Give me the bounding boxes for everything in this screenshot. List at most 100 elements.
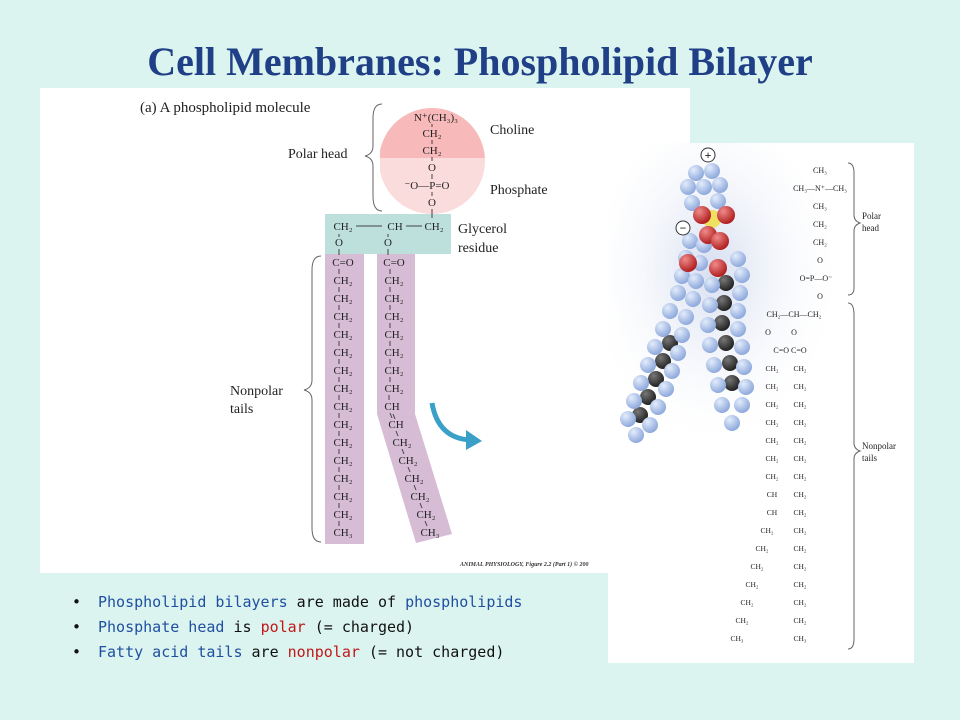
- glycerol-o-left: O: [335, 237, 343, 249]
- bullet-highlight: polar: [260, 618, 306, 636]
- bullet-term: Phospholipid bilayers: [98, 593, 288, 611]
- phospholipid-formula-panel: (a) A phospholipid molecule N⁺(CH₃)₃ CH₂…: [40, 88, 690, 573]
- model-chain-left-unit: CH₂: [765, 364, 778, 373]
- label-nonpolar-line2: tails: [230, 402, 253, 417]
- bullet-item: •Phospholipid bilayers are made of phosp…: [72, 590, 522, 615]
- model-chain-left-unit: CH₂: [740, 598, 753, 607]
- bullet-text: are made of: [287, 593, 406, 611]
- phosphate-region: [380, 158, 485, 214]
- phosphate-group: ⁻O—P=O: [404, 180, 449, 192]
- space-filling-model: [620, 163, 754, 443]
- head-ch2-1: CH₂: [422, 128, 441, 140]
- model-chain-left-unit: CH: [767, 508, 778, 517]
- tail-left-ch2: CH₂: [333, 311, 352, 323]
- model-head-ch2: CH₂: [813, 220, 827, 229]
- model-glycerol-o: O: [765, 328, 771, 337]
- tail-left-ch2: CH₂: [333, 401, 352, 413]
- model-chain-right-unit: CH₂: [793, 436, 806, 445]
- head-o-2: O: [428, 197, 436, 209]
- bullet-dot-icon: •: [72, 643, 82, 661]
- model-nonpolar-bracket: [847, 302, 862, 650]
- model-chain-left-unit: CH: [767, 490, 778, 499]
- model-chain-right-unit: CH₂: [793, 400, 806, 409]
- tail-right-ch2: CH₂: [384, 311, 403, 323]
- tail-right-ch2: CH₂: [416, 509, 435, 521]
- tail-right-double-bond-ch: CH: [384, 401, 399, 413]
- model-chain-left-unit: CH₂: [765, 436, 778, 445]
- tail-left-region: [325, 254, 364, 544]
- model-head-ch3: CH₃: [813, 166, 827, 175]
- tail-left-ch2: CH₂: [333, 347, 352, 359]
- bullet-text: are: [242, 643, 288, 661]
- tail-left-ch2: CH₂: [333, 365, 352, 377]
- head-ch2-2: CH₂: [422, 145, 441, 157]
- tail-right-ch2: CH₂: [384, 347, 403, 359]
- tail-left-ch2: CH₂: [333, 455, 352, 467]
- negative-charge-icon: −: [680, 221, 687, 235]
- bullet-text: (= not charged): [359, 643, 505, 661]
- bullet-item: •Phosphate head is polar (= charged): [72, 615, 522, 640]
- model-chain-right-unit: CH₂: [793, 490, 806, 499]
- tail-right-ch2: CH₂: [384, 293, 403, 305]
- molecular-model-panel: + − CH₃ CH₃—N⁺—CH₃ CH₃ CH₂ CH₂ O O=P—O⁻ …: [593, 123, 914, 663]
- tail-right-ch2: CH₂: [384, 365, 403, 377]
- model-chain-right-unit: CH₂: [793, 454, 806, 463]
- bullet-item: •Fatty acid tails are nonpolar (= not ch…: [72, 640, 522, 665]
- tail-left-ch2: CH₂: [333, 473, 352, 485]
- tail-right-ch2: CH₂: [384, 329, 403, 341]
- model-label-nonpolar-line1: Nonpolar: [862, 441, 896, 451]
- model-glycerol-o: O: [791, 328, 797, 337]
- model-chain-left-unit: CH₂: [745, 580, 758, 589]
- tail-right-ch2: CH₂: [398, 455, 417, 467]
- glycerol-ch: CH: [387, 221, 402, 233]
- model-chain-right-unit: CH₂: [793, 562, 806, 571]
- bullet-term: phospholipids: [405, 593, 523, 611]
- model-polar-bracket: [847, 162, 862, 296]
- model-chain-right-unit: CH₂: [793, 580, 806, 589]
- model-chain-left-unit: CH₂: [755, 544, 768, 553]
- glycerol-ch2-left: CH₂: [333, 221, 352, 233]
- positive-charge-icon: +: [705, 148, 712, 162]
- label-glycerol-line1: Glycerol: [458, 222, 507, 237]
- model-carbonyls: C=O C=O: [773, 346, 806, 355]
- model-head-o: O: [817, 256, 823, 265]
- tail-left-ch2: CH₂: [333, 491, 352, 503]
- bullet-highlight: nonpolar: [287, 643, 360, 661]
- bullet-list: • Phospholipid bilayers are made of phosp…: [72, 590, 522, 665]
- model-chain-left-unit: CH₂: [765, 454, 778, 463]
- head-o-1: O: [428, 162, 436, 174]
- label-choline: Choline: [490, 123, 534, 138]
- tail-left-carbonyl: C=O: [332, 257, 354, 269]
- model-head-nitrogen: CH₃—N⁺—CH₃: [793, 184, 847, 193]
- bullet-dot-icon: •: [72, 618, 82, 636]
- tail-right-ch3: CH₃: [420, 527, 439, 539]
- label-nonpolar-line1: Nonpolar: [230, 384, 283, 399]
- tail-right-ch2: CH₂: [404, 473, 423, 485]
- polar-head-bracket: [364, 103, 383, 212]
- model-head-ch3: CH₃: [813, 202, 827, 211]
- model-chain-right-unit: CH₂: [793, 544, 806, 553]
- caption-a: (a) A phospholipid molecule: [140, 100, 311, 116]
- nonpolar-tails-bracket: [303, 255, 322, 543]
- model-chain-left-unit: CH₂: [760, 526, 773, 535]
- tail-right-ch2: CH₂: [384, 383, 403, 395]
- tail-right-ch2: CH₂: [384, 275, 403, 287]
- molecular-model-diagram: + − CH₃ CH₃—N⁺—CH₃ CH₃ CH₂ CH₂ O O=P—O⁻ …: [593, 123, 896, 650]
- tail-left-ch2: CH₂: [333, 329, 352, 341]
- arrow-head-icon: [466, 430, 482, 450]
- model-chain-right-unit: CH₃: [793, 634, 806, 643]
- model-chain-right-unit: CH₂: [793, 382, 806, 391]
- model-chain-left-unit: CH₂: [765, 400, 778, 409]
- choline-region: [380, 108, 485, 158]
- slide-title: Cell Membranes: Phospholipid Bilayer: [147, 39, 813, 84]
- label-phosphate: Phosphate: [490, 183, 548, 198]
- model-chain-right-unit: CH₂: [793, 364, 806, 373]
- model-label-polar-line2: head: [862, 223, 879, 233]
- tail-right-carbonyl: C=O: [383, 257, 405, 269]
- figure-credit: ANIMAL PHYSIOLOGY, Figure 2.2 (Part 1) ©…: [459, 561, 589, 568]
- model-label-polar-line1: Polar: [862, 211, 881, 221]
- tail-left-ch2: CH₂: [333, 437, 352, 449]
- bullet-term: Phosphate head: [98, 618, 225, 636]
- tail-left-ch2: CH₂: [333, 509, 352, 521]
- tail-left-ch2: CH₂: [333, 275, 352, 287]
